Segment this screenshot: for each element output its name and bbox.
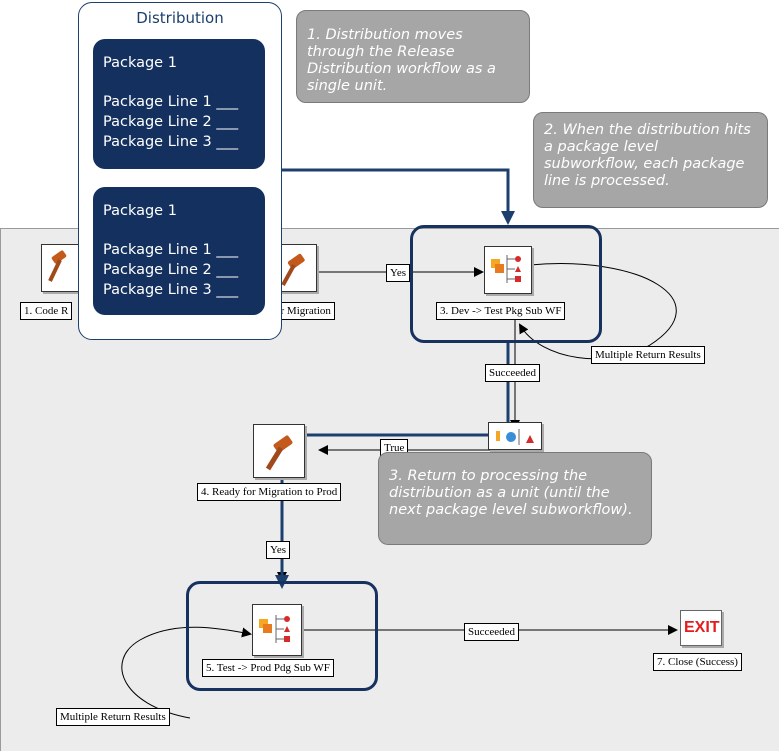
package-line: Package Line 3 ___ — [103, 134, 239, 150]
exit-text: EXIT — [684, 619, 720, 636]
node-5-icon-box — [252, 604, 302, 656]
package-line: Package Line 1 ___ — [103, 242, 239, 258]
edge-label-multiple-2: Multiple Return Results — [56, 708, 170, 726]
package-line: Package Line 1 ___ — [103, 94, 239, 110]
node-3-label: 3. Dev -> Test Pkg Sub WF — [436, 302, 566, 320]
package-name: Package 1 — [103, 55, 177, 71]
gavel-icon — [281, 253, 305, 286]
package-line: Package Line 2 ___ — [103, 114, 239, 130]
node-2-label: or Migration — [271, 302, 335, 320]
decision-icon-box — [488, 422, 542, 450]
callout-1: 1. Distribution moves through the Releas… — [296, 10, 530, 103]
edge-3-loop — [519, 263, 677, 360]
edge-label-yes-1: Yes — [386, 264, 411, 282]
node-4-label: 4. Ready for Migration to Prod — [197, 483, 342, 501]
decision-icon — [496, 429, 534, 445]
node-5-label: 5. Test -> Prod Pdg Sub WF — [202, 659, 334, 677]
exit-icon: EXIT — [680, 610, 722, 646]
callout-2: 2. When the distribution hits a package … — [533, 112, 768, 208]
gavel-icon — [48, 250, 67, 282]
node-4-icon-box — [253, 424, 305, 478]
package-block-2: Package 1 Package Line 1 ___ Package Lin… — [93, 187, 265, 315]
distribution-panel: Distribution Package 1 Package Line 1 __… — [78, 2, 282, 340]
edge-label-succeeded-2: Succeeded — [464, 623, 520, 641]
subworkflow-icon — [491, 255, 521, 283]
edge-label-yes-2: Yes — [266, 541, 291, 559]
subworkflow-highlight-1 — [410, 225, 602, 343]
distribution-title: Distribution — [136, 9, 224, 27]
edge-label-multiple-1: Multiple Return Results — [591, 346, 705, 364]
callout-3: 3. Return to processing the distribution… — [378, 452, 652, 545]
edge-label-succeeded-1: Succeeded — [485, 364, 541, 382]
package-name: Package 1 — [103, 203, 177, 219]
package-line: Package Line 3 ___ — [103, 282, 239, 298]
node-1-icon-box — [41, 244, 83, 292]
gavel-icon — [265, 435, 293, 471]
node-7-label: 7. Close (Success) — [653, 653, 742, 671]
package-line: Package Line 2 ___ — [103, 262, 239, 278]
edge-5-loop — [121, 626, 252, 719]
subworkflow-icon — [259, 615, 290, 643]
node-1-label: 1. Code R — [20, 302, 73, 320]
node-3-icon-box — [484, 246, 532, 294]
flow-path-into-subworkflow — [282, 168, 515, 225]
package-block-1: Package 1 Package Line 1 ___ Package Lin… — [93, 39, 265, 169]
subworkflow-highlight-2 — [186, 581, 378, 691]
